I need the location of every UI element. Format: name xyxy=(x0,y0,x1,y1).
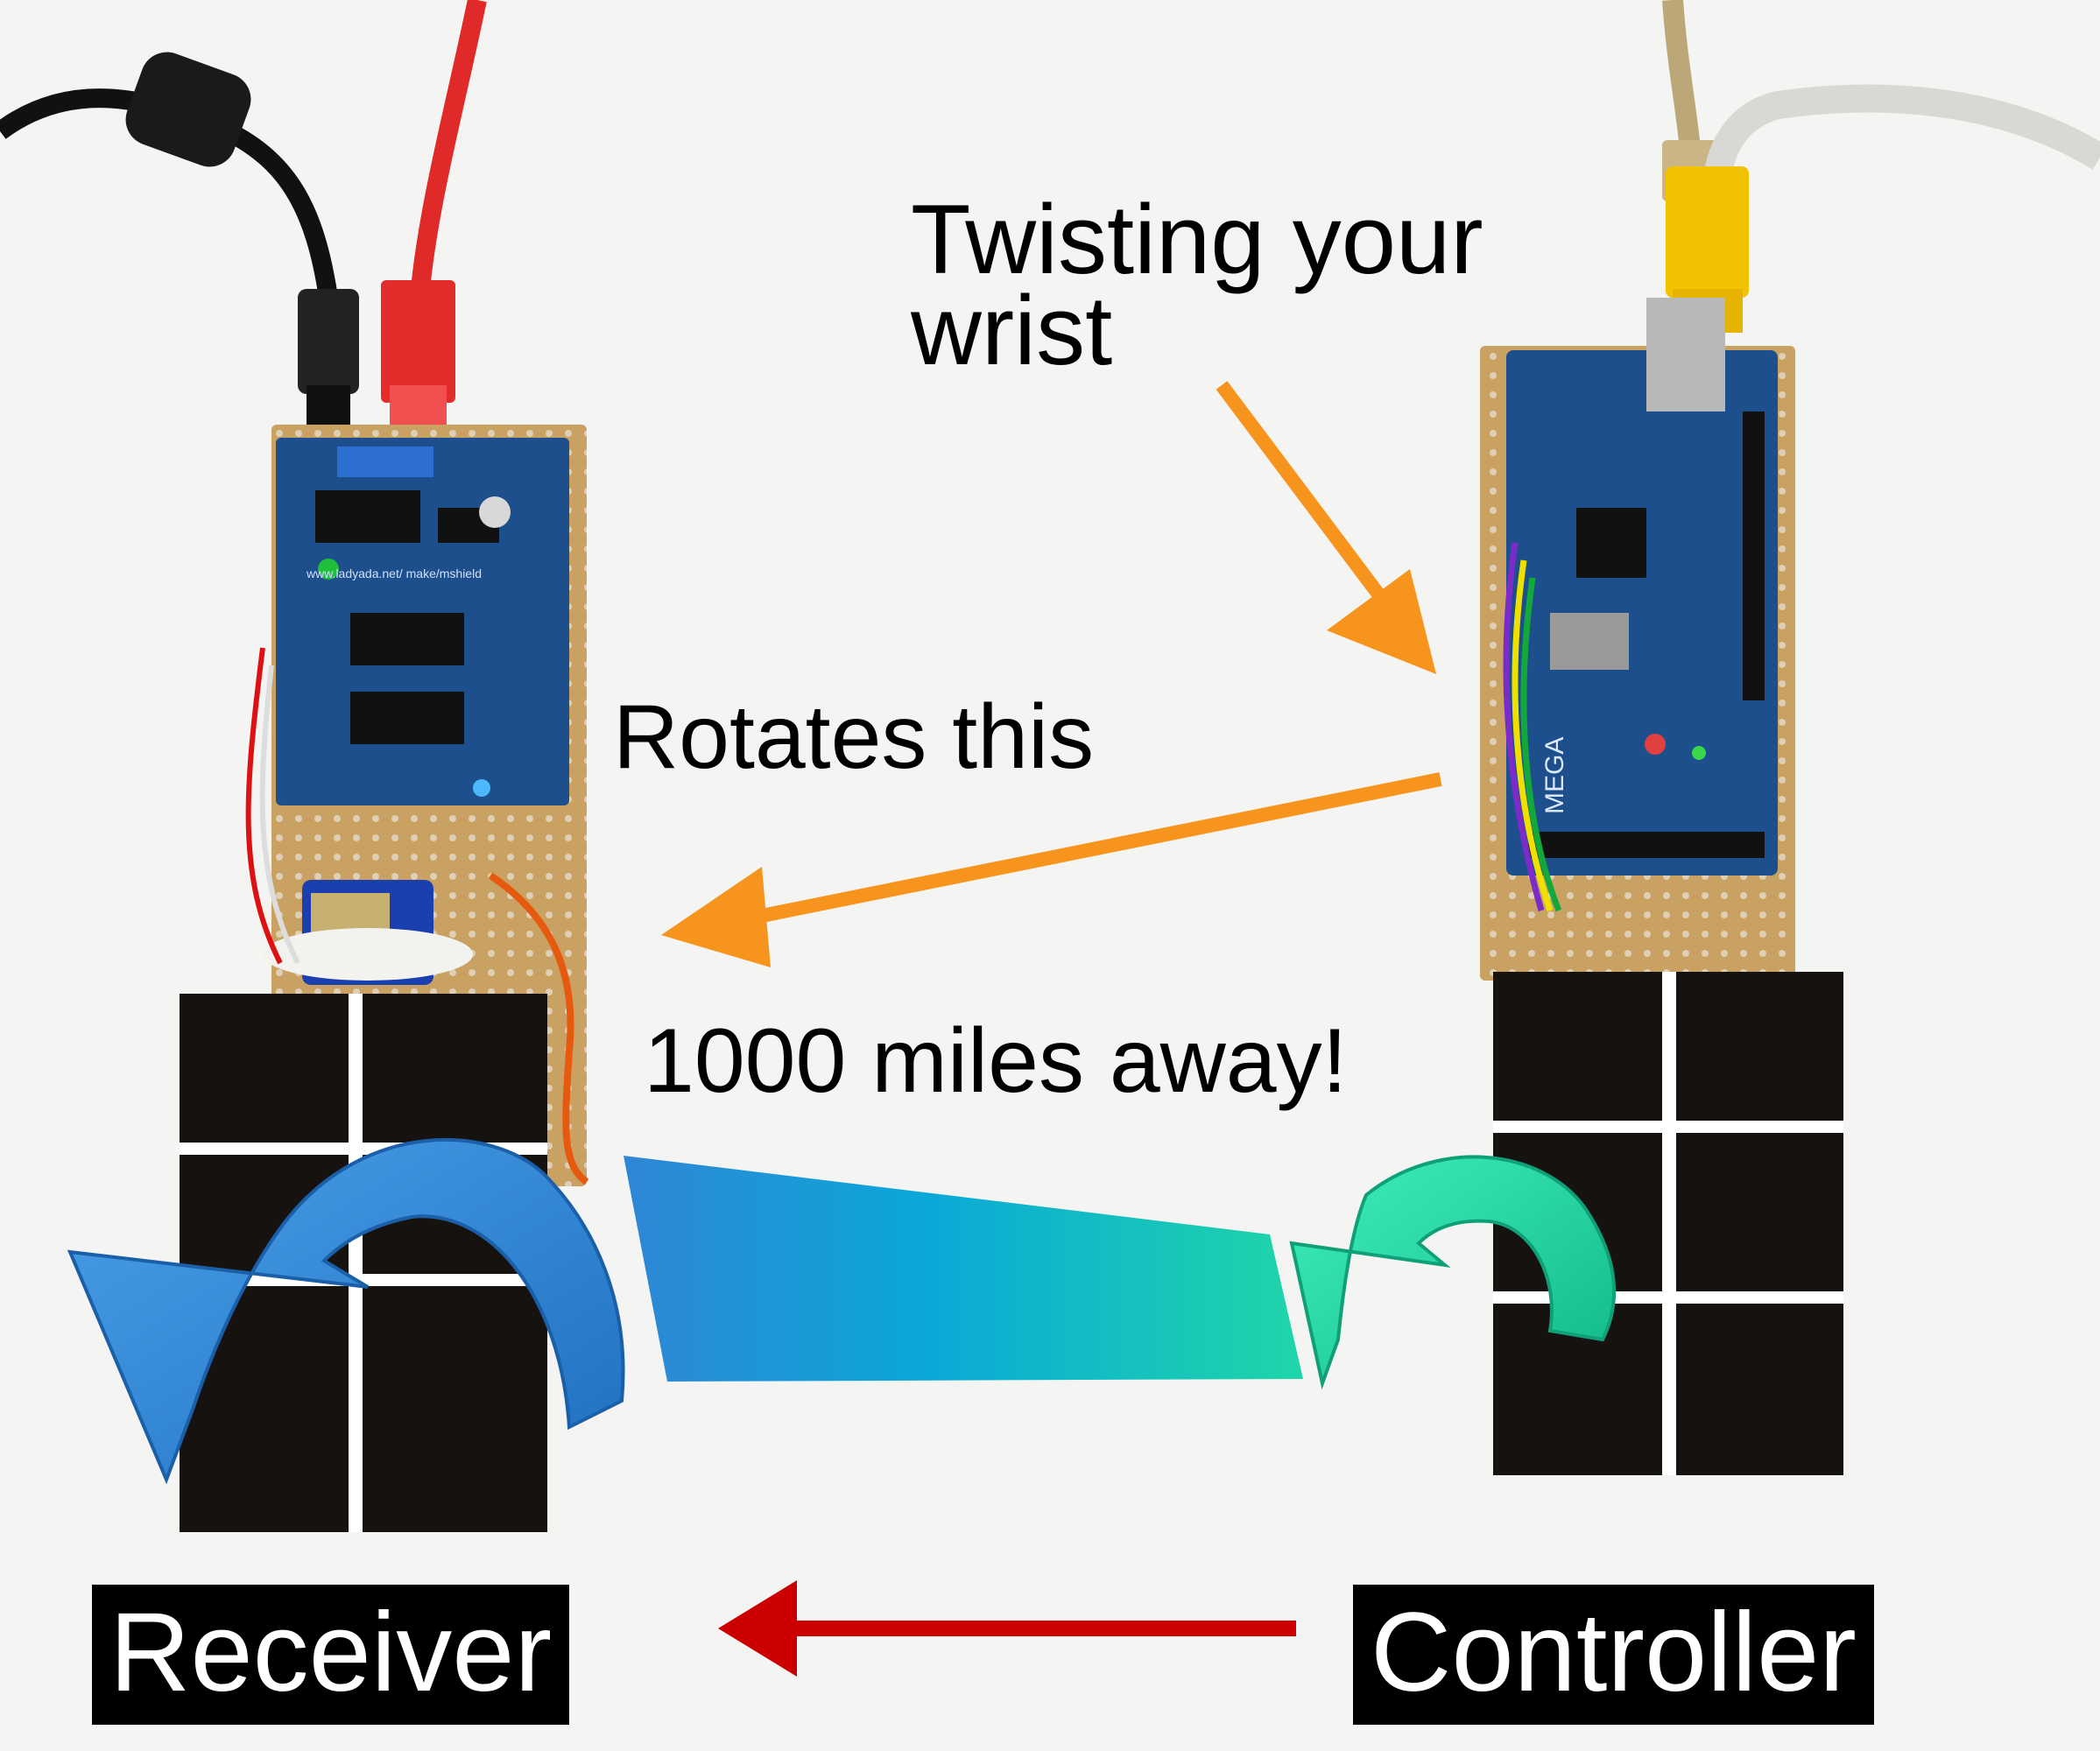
mega-silkscreen-text: MEGA xyxy=(1540,737,1569,814)
distance-annotation: 1000 miles away! xyxy=(644,1010,1348,1112)
signal-band xyxy=(624,1156,1303,1382)
power-cable xyxy=(0,52,359,438)
twisting-annotation: Twisting your wrist xyxy=(911,185,1483,385)
controller-to-receiver-arrow xyxy=(718,1580,1296,1677)
receiver-label: Receiver xyxy=(92,1585,570,1725)
controller-rotation-arrow xyxy=(1289,1155,1617,1390)
controller-label: Controller xyxy=(1353,1585,1874,1725)
servo-motor xyxy=(245,647,589,1185)
rotates-arrow xyxy=(661,772,1442,967)
twist-arrow xyxy=(1216,381,1436,674)
receiver-rotation-arrow xyxy=(67,1138,625,1485)
mega-board: MEGA xyxy=(1503,298,1778,912)
red-ethernet-cable xyxy=(381,0,487,438)
shield-silkscreen-text: www.ladyada.net/ make/mshield xyxy=(306,566,482,580)
receiver-pad xyxy=(180,994,547,1532)
white-cable xyxy=(1702,84,2100,186)
motor-shield-board: www.ladyada.net/ make/mshield xyxy=(276,438,569,805)
rotates-annotation: Rotates this xyxy=(613,686,1095,788)
